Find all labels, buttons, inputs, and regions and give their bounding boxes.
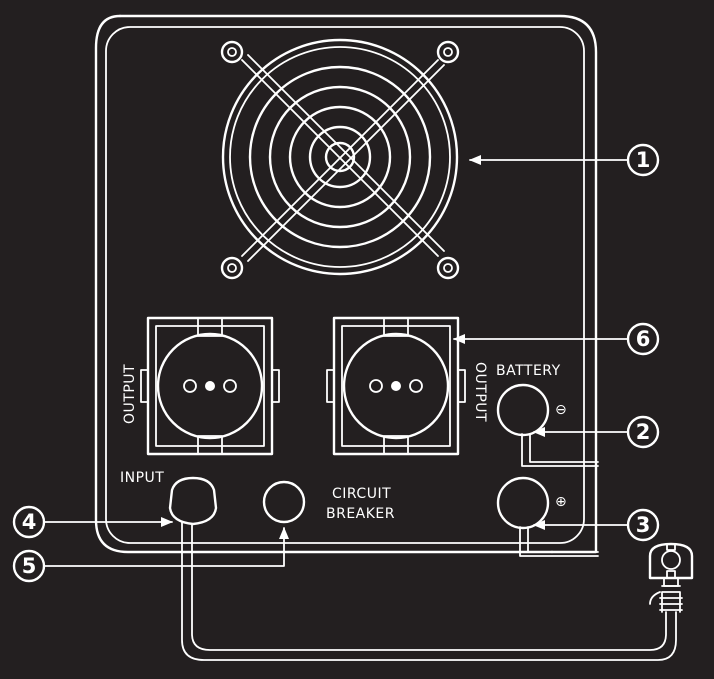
callout-6-number: 6 [636, 327, 651, 351]
callout-2-number: 2 [636, 420, 651, 444]
callout-leaders [43, 155, 629, 567]
fan-mounting-screws [220, 40, 460, 280]
callout-3-number: 3 [636, 513, 651, 537]
callout-4: 4 [12, 505, 46, 539]
callout-4-number: 4 [22, 510, 37, 534]
fan-guard-spokes [241, 54, 445, 262]
battery-positive-terminal [496, 476, 599, 557]
callout-5: 5 [12, 549, 46, 583]
power-cable [181, 521, 677, 661]
output-socket-right [326, 316, 466, 456]
callout-3: 3 [626, 508, 660, 542]
output-label-left: OUTPUT [122, 364, 138, 424]
callout-6: 6 [626, 322, 660, 356]
callout-5-number: 5 [22, 554, 37, 578]
cooling-fan [220, 38, 460, 280]
housing [94, 14, 598, 554]
output-label-right: OUTPUT [472, 362, 488, 422]
callout-1-number: 1 [636, 148, 651, 172]
circuit-breaker-label-line1: CIRCUIT [332, 486, 391, 502]
battery-positive-symbol: ⊕ [555, 494, 567, 510]
callout-1: 1 [626, 143, 660, 177]
callout-2: 2 [626, 415, 660, 449]
battery-negative-symbol: ⊖ [555, 402, 567, 418]
circuit-breaker-label-line2: BREAKER [326, 506, 395, 522]
power-plug [648, 542, 694, 613]
output-socket-left [140, 316, 280, 456]
input-label: INPUT [120, 470, 164, 486]
battery-label: BATTERY [496, 363, 561, 379]
battery-negative-terminal [496, 383, 599, 467]
input-cable-gland [168, 476, 218, 526]
circuit-breaker [262, 480, 306, 524]
